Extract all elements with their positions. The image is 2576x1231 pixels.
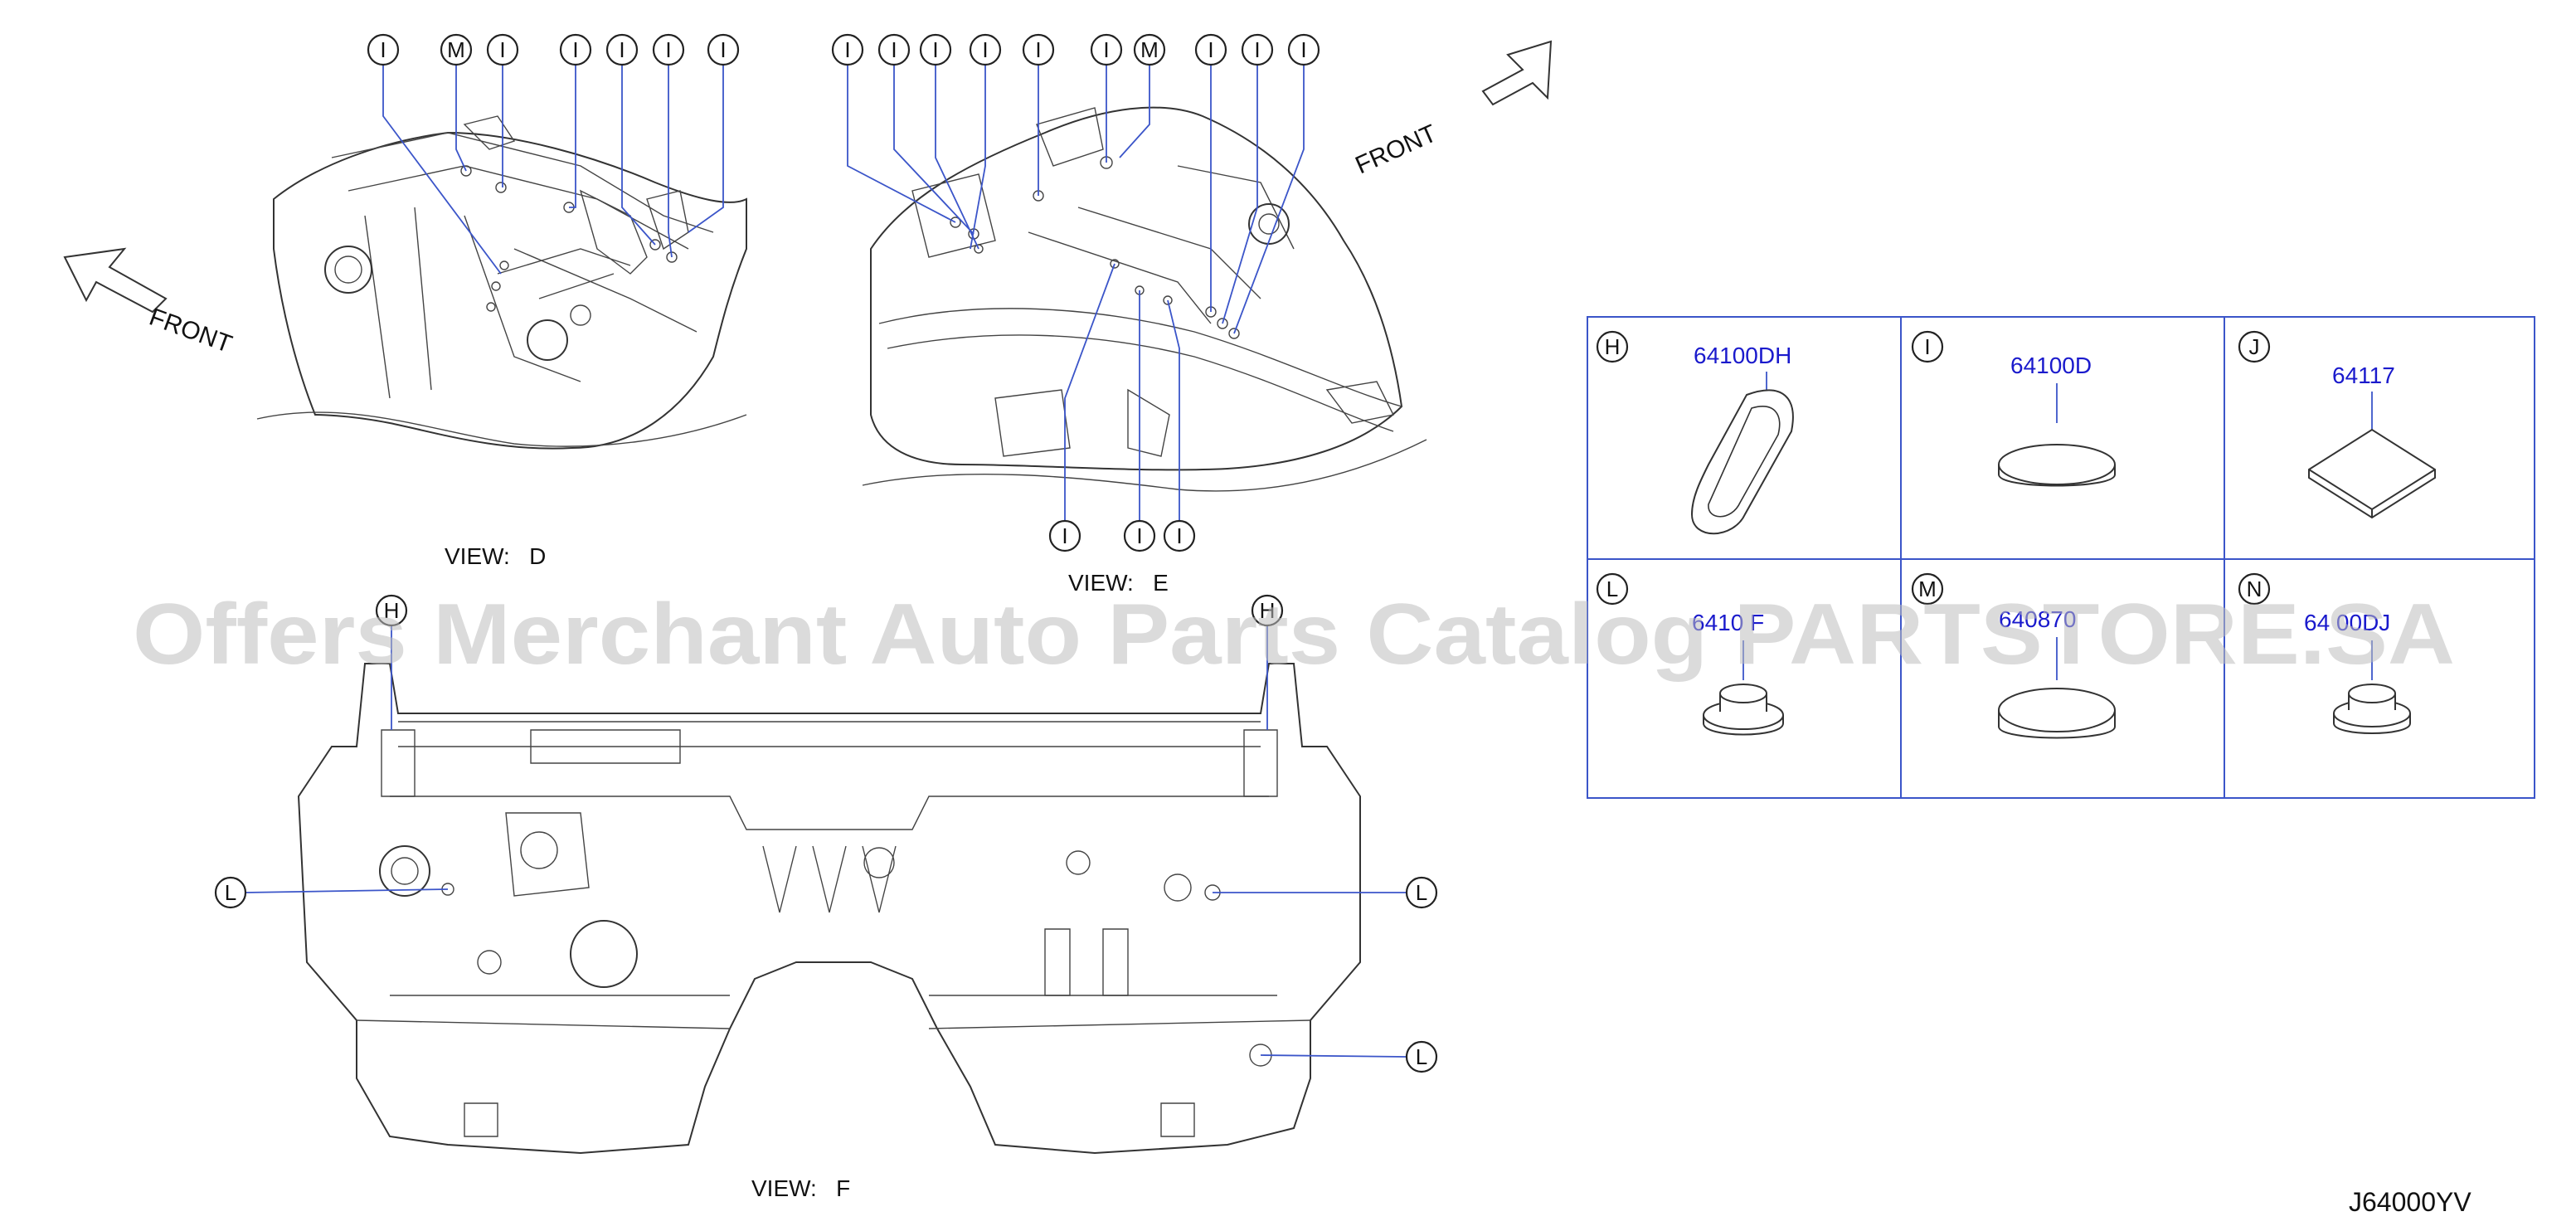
legend-cell-n: N 64 00DJ xyxy=(2238,572,2411,734)
diagram-code: J64000YV xyxy=(2349,1187,2472,1217)
svg-text:I: I xyxy=(1035,37,1041,62)
view-e-callout-3: I xyxy=(919,33,952,66)
grommet-oval-icon xyxy=(1690,389,1794,535)
legend-cell-i: I 64100D xyxy=(1911,330,2116,487)
view-d-front-label: FRONT xyxy=(146,304,236,358)
view-e-caption: VIEW: E xyxy=(1068,570,1169,596)
view-e-callout-9: I xyxy=(1241,33,1274,66)
svg-text:H: H xyxy=(1260,598,1276,623)
view-e-callout-4: I xyxy=(969,33,1002,66)
view-d-callout-6: I xyxy=(652,33,685,66)
legend-cell-h: H 64100DH xyxy=(1596,330,1794,535)
parts-legend-table: H 64100DH I 64100D J 64117 xyxy=(1587,316,2535,799)
grommet-step-icon xyxy=(2333,684,2411,734)
part-number-j: 64117 xyxy=(2332,362,2395,388)
svg-text:M: M xyxy=(447,37,465,62)
front-arrow-d-icon xyxy=(63,247,168,314)
svg-text:N: N xyxy=(2247,577,2263,601)
svg-text:I: I xyxy=(572,37,578,62)
svg-text:I: I xyxy=(1062,523,1067,548)
svg-text:I: I xyxy=(665,37,671,62)
view-e-callout-10: I xyxy=(1287,33,1320,66)
svg-text:I: I xyxy=(1136,523,1142,548)
svg-text:I: I xyxy=(1924,334,1930,359)
view-e-callout-7: M xyxy=(1133,33,1166,66)
view-e-callout-11: I xyxy=(1048,519,1081,552)
svg-text:L: L xyxy=(1416,1044,1427,1069)
part-number-i: 64100D xyxy=(2010,353,2092,378)
view-f-callout-h-right: H xyxy=(1251,594,1284,627)
part-number-h: 64100DH xyxy=(1694,343,1791,368)
view-e-callout-2: I xyxy=(877,33,911,66)
view-d-callout-4: I xyxy=(559,33,592,66)
legend-cell-j: J 64117 xyxy=(2238,330,2436,519)
view-f: H H L L L VIEW: F xyxy=(214,594,1438,1201)
watermark-text: Offers Merchant Auto Parts Catalog PARTS… xyxy=(133,586,2455,683)
view-f-caption: VIEW: F xyxy=(751,1175,850,1201)
view-d-callout-2: M xyxy=(440,33,473,66)
view-d-callout-3: I xyxy=(486,33,519,66)
part-number-l: 6410 F xyxy=(1692,610,1764,635)
view-e-callout-12: I xyxy=(1123,519,1156,552)
view-f-callout-l-right: L xyxy=(1405,876,1438,909)
svg-text:I: I xyxy=(932,37,938,62)
svg-text:L: L xyxy=(1606,577,1618,601)
view-e-callout-13: I xyxy=(1163,519,1196,552)
view-f-callout-h-left: H xyxy=(375,594,408,627)
svg-text:I: I xyxy=(1208,37,1213,62)
view-e-callout-5: I xyxy=(1022,33,1055,66)
svg-text:I: I xyxy=(1103,37,1109,62)
view-d-callout-1: I xyxy=(367,33,400,66)
grommet-small-icon xyxy=(1703,684,1784,736)
svg-text:L: L xyxy=(225,880,236,905)
svg-text:I: I xyxy=(380,37,386,62)
view-e-callout-1: I xyxy=(831,33,864,66)
view-d-caption: VIEW: D xyxy=(445,543,546,569)
view-e-callout-6: I xyxy=(1090,33,1123,66)
view-d-callout-5: I xyxy=(605,33,639,66)
front-arrow-e-icon xyxy=(1481,40,1553,106)
view-f-callout-l-lower: L xyxy=(1405,1040,1438,1073)
view-e-callout-8: I xyxy=(1194,33,1227,66)
svg-text:H: H xyxy=(384,598,400,623)
svg-text:I: I xyxy=(982,37,988,62)
view-e-front-label: FRONT xyxy=(1351,119,1441,179)
view-d: I M I I I I I FRONT VIEW: D xyxy=(63,33,747,569)
svg-text:I: I xyxy=(1254,37,1260,62)
svg-text:I: I xyxy=(619,37,625,62)
plug-disc-icon xyxy=(1998,444,2116,487)
svg-text:I: I xyxy=(499,37,505,62)
view-d-callout-7: I xyxy=(707,33,740,66)
svg-text:I: I xyxy=(1176,523,1182,548)
svg-text:I: I xyxy=(844,37,850,62)
svg-text:M: M xyxy=(1140,37,1159,62)
legend-cell-l: L 6410 F xyxy=(1596,572,1784,736)
plug-disc-large-icon xyxy=(1998,688,2116,739)
part-number-n: 64 00DJ xyxy=(2304,610,2390,635)
svg-text:I: I xyxy=(1300,37,1306,62)
svg-text:I: I xyxy=(891,37,897,62)
view-f-callout-l-left: L xyxy=(214,876,247,909)
view-e: I I I I I I M I I I I I I FRONT VIEW: E xyxy=(831,33,1553,596)
part-number-m: 640870 xyxy=(1999,606,2076,632)
legend-cell-m: M 640870 xyxy=(1911,572,2116,739)
svg-text:M: M xyxy=(1918,577,1937,601)
svg-text:J: J xyxy=(2249,334,2260,359)
svg-text:L: L xyxy=(1416,880,1427,905)
square-pad-icon xyxy=(2308,428,2436,519)
svg-text:H: H xyxy=(1605,334,1621,359)
svg-text:I: I xyxy=(720,37,726,62)
